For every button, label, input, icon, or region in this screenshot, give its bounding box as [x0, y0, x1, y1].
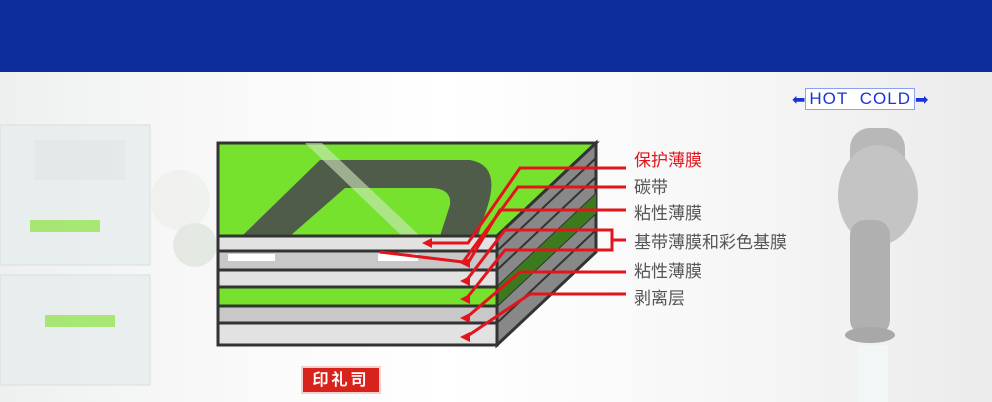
layer-label-protective-film: 保护薄膜 — [634, 151, 702, 171]
layer-label-adhesive-film: 粘性薄膜 — [634, 204, 702, 224]
layer-label-base-film: 基带薄膜和彩色基膜 — [634, 233, 787, 253]
brand-seal-logo: 印礼司 — [301, 366, 381, 394]
faucet-image — [838, 128, 918, 402]
hot-cold-tag: ⬅ HOT COLD ➡ — [792, 87, 928, 111]
layer-label-ribbon: 碳带 — [634, 178, 668, 198]
arrow-right-icon: ➡ — [914, 89, 929, 109]
hot-text: HOT — [809, 89, 849, 108]
header-banner — [0, 0, 992, 72]
cold-text: COLD — [859, 89, 911, 108]
layer-label-adhesive-film-2: 粘性薄膜 — [634, 262, 702, 282]
arrow-left-icon: ⬅ — [792, 89, 806, 109]
layer-label-release-liner: 剥离层 — [634, 289, 685, 309]
drawer-image — [0, 124, 217, 386]
